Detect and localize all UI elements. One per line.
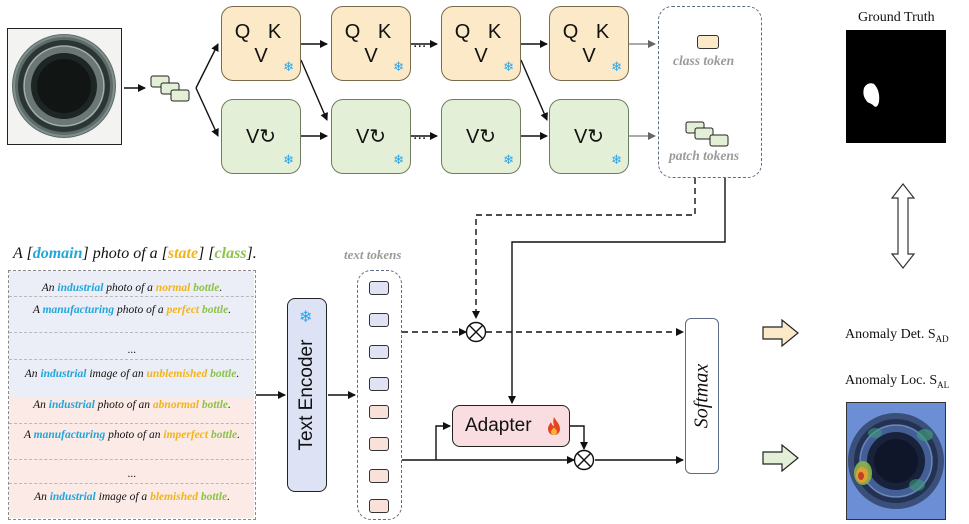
prompt-list <box>8 270 256 520</box>
ground-truth-title: Ground Truth <box>858 10 935 25</box>
v-label: V <box>582 45 596 67</box>
qk-label: Q K <box>562 21 616 43</box>
adapter-block: Adapter <box>452 405 570 447</box>
anomaly-detection-label: Anomaly Det. SAD <box>845 327 949 344</box>
vv-label: V↻ <box>355 126 387 148</box>
vv-label: V↻ <box>465 126 497 148</box>
double-arrow-icon <box>890 183 916 269</box>
text-encoder-label: Text Encoder <box>296 339 317 451</box>
attention-block-vv-1: V↻ ❄ <box>221 99 301 174</box>
attention-block-vv-3: V↻ ❄ <box>441 99 521 174</box>
template-class: class <box>214 245 247 262</box>
vv-label: V↻ <box>245 126 277 148</box>
text-token-normal <box>369 345 389 359</box>
ellipsis-top: ... <box>413 34 427 51</box>
text-token-normal <box>369 281 389 295</box>
class-token-label: class token <box>673 53 735 68</box>
output-arrow-loc <box>762 443 799 473</box>
qk-label: Q K <box>344 21 398 43</box>
prompt-template: A [domain] photo of a [state] [class]. <box>13 245 257 262</box>
snowflake-icon: ❄ <box>611 152 622 167</box>
attention-block-qk-2: Q K V ❄ <box>331 6 411 81</box>
prompt-line: A manufacturing photo of a perfect bottl… <box>32 304 232 316</box>
snowflake-icon: ❄ <box>299 309 313 326</box>
anomaly-heatmap-image <box>846 402 946 520</box>
text-token-column <box>357 270 402 520</box>
ellipsis-bottom: ... <box>413 126 427 143</box>
softmax-label: Softmax <box>690 363 713 429</box>
text-token-abnormal <box>369 469 389 483</box>
template-domain: domain <box>32 245 83 262</box>
patch-tokens-icon <box>685 121 735 149</box>
text-token-normal <box>369 377 389 391</box>
vv-label: V↻ <box>573 126 605 148</box>
output-arrow-det <box>762 318 799 348</box>
snowflake-icon: ❄ <box>393 59 404 74</box>
text-tokens-label: text tokens <box>344 247 402 262</box>
snowflake-icon: ❄ <box>503 152 514 167</box>
qk-label: Q K <box>234 21 288 43</box>
text-token-abnormal <box>369 437 389 451</box>
multiply-node-normal <box>465 321 487 343</box>
prompt-line: An industrial image of a blemished bottl… <box>34 491 230 503</box>
softmax-block: Softmax <box>685 318 719 474</box>
multiply-node-abnormal <box>573 449 595 471</box>
ground-truth-mask <box>846 30 946 143</box>
input-image <box>7 28 122 145</box>
v-label: V <box>474 45 488 67</box>
prompt-line: A manufacturing photo of an imperfect bo… <box>23 429 241 441</box>
prompt-line: An industrial photo of a normal bottle. <box>41 282 223 294</box>
prompt-line: An industrial photo of an abnormal bottl… <box>33 399 231 411</box>
attention-block-qk-3: Q K V ❄ <box>441 6 521 81</box>
patch-stack-icon <box>150 75 195 105</box>
prompt-ellipsis: ... <box>127 468 137 480</box>
prompt-line: An industrial image of an unblemished bo… <box>24 368 240 380</box>
attention-block-vv-4: V↻ ❄ <box>549 99 629 174</box>
attention-block-vv-2: V↻ ❄ <box>331 99 411 174</box>
text-token-normal <box>369 313 389 327</box>
template-state: state <box>167 245 199 262</box>
snowflake-icon: ❄ <box>503 59 514 74</box>
prompt-ellipsis: ... <box>127 344 137 356</box>
adapter-label: Adapter <box>465 415 532 436</box>
text-token-abnormal <box>369 499 389 513</box>
text-token-abnormal <box>369 405 389 419</box>
snowflake-icon: ❄ <box>393 152 404 167</box>
snowflake-icon: ❄ <box>611 59 622 74</box>
patch-tokens-label: patch tokens <box>669 148 740 163</box>
attention-block-qk-1: Q K V ❄ <box>221 6 301 81</box>
normal-prompts-bg <box>9 271 254 398</box>
attention-block-qk-4: Q K V ❄ <box>549 6 629 81</box>
qk-label: Q K <box>454 21 508 43</box>
visual-token-column: class token patch tokens <box>658 6 762 178</box>
snowflake-icon: ❄ <box>283 59 294 74</box>
anomaly-localization-label: Anomaly Loc. SAL <box>845 373 950 390</box>
v-label: V <box>254 45 268 67</box>
text-encoder-block: ❄ Text Encoder <box>287 298 327 492</box>
class-token-icon <box>697 35 719 49</box>
snowflake-icon: ❄ <box>283 152 294 167</box>
v-label: V <box>364 45 378 67</box>
abnormal-prompts-bg <box>9 398 254 518</box>
flame-icon <box>548 417 560 435</box>
